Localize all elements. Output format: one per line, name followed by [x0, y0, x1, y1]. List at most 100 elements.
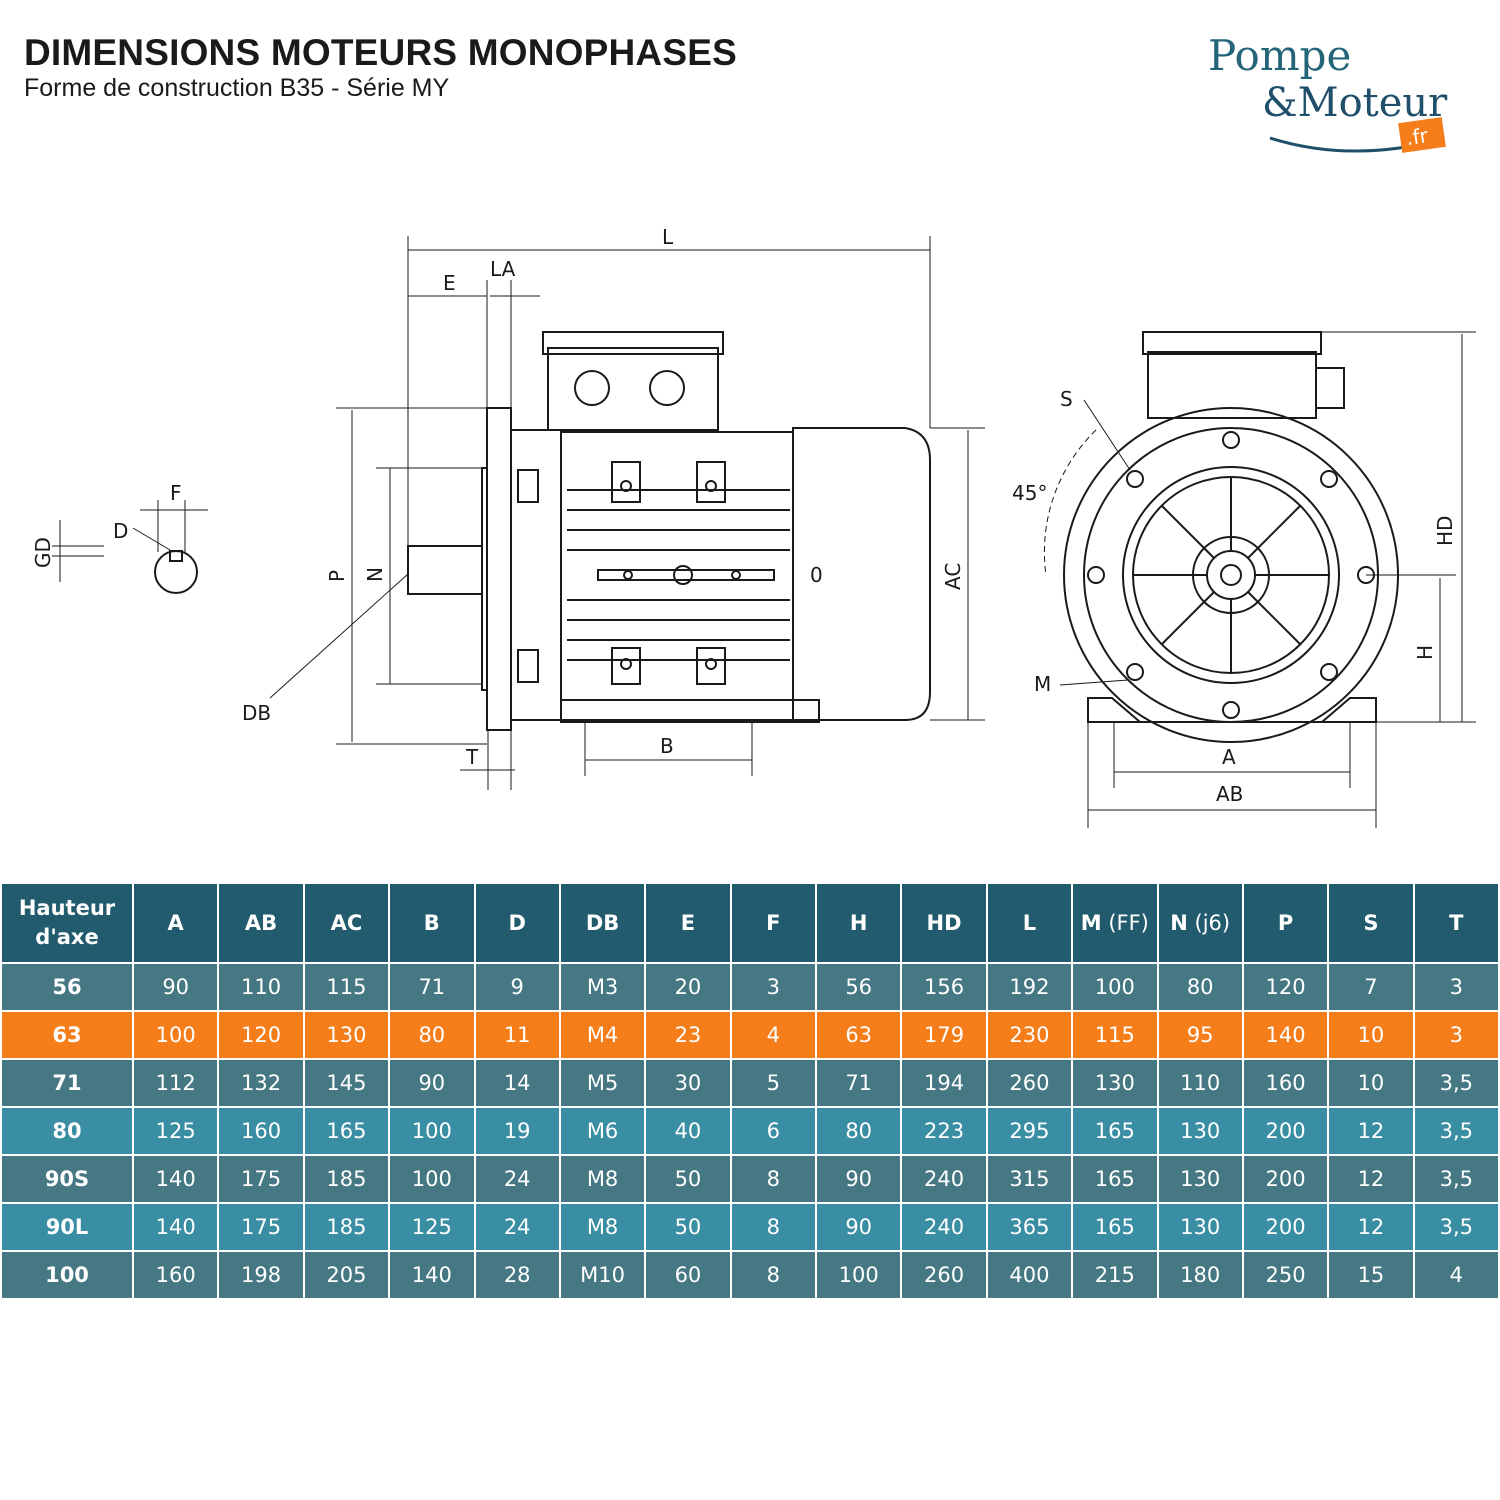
- cell-hd: 156: [900, 962, 988, 1012]
- cell-n: 110: [1156, 1058, 1244, 1108]
- cell-n: 130: [1156, 1202, 1244, 1252]
- cell-s: 15: [1327, 1250, 1415, 1300]
- column-header-s: S: [1327, 882, 1415, 964]
- cell-p: 160: [1241, 1058, 1330, 1108]
- cell-e: 30: [644, 1058, 732, 1108]
- cell-hd: 260: [900, 1250, 988, 1300]
- cell-f: 8: [729, 1154, 818, 1204]
- column-header-ac: AC: [302, 882, 391, 964]
- cell-m: 115: [1071, 1010, 1159, 1060]
- cell-p: 140: [1241, 1010, 1330, 1060]
- cell-l: 365: [985, 1202, 1074, 1252]
- cell-p: 200: [1241, 1202, 1330, 1252]
- pompe-moteur-logo: Pompe &Moteur .fr: [1208, 31, 1448, 153]
- dim-label-B: B: [660, 734, 674, 758]
- cell-ab: 160: [217, 1106, 305, 1156]
- cell-b: 90: [388, 1058, 476, 1108]
- dim-label-M: M: [1034, 672, 1051, 696]
- cell-s: 10: [1327, 1058, 1415, 1108]
- cell-h: 56: [814, 962, 903, 1012]
- dim-label-H: H: [1413, 645, 1437, 660]
- cell-hd: 240: [900, 1202, 988, 1252]
- dim-label-HD: HD: [1433, 516, 1457, 546]
- cell-ab: 110: [217, 962, 305, 1012]
- cell-db: M8: [558, 1154, 647, 1204]
- cell-s: 12: [1327, 1202, 1415, 1252]
- cell-b: 100: [388, 1106, 476, 1156]
- cell-a: 140: [131, 1202, 220, 1252]
- cell-f: 8: [729, 1202, 818, 1252]
- cell-d: 28: [473, 1250, 561, 1300]
- row-header-hauteur: 56: [0, 962, 134, 1012]
- column-header-hauteur-axe: Hauteur d'axe: [0, 882, 134, 964]
- dim-label-E: E: [443, 271, 456, 295]
- page-title: DIMENSIONS MOTEURS MONOPHASES: [24, 32, 737, 73]
- cell-ac: 145: [302, 1058, 391, 1108]
- cell-a: 90: [131, 962, 220, 1012]
- column-header-db: DB: [558, 882, 647, 964]
- dim-label-0: 0: [810, 563, 823, 587]
- cell-ac: 185: [302, 1202, 391, 1252]
- dim-label-AC: AC: [941, 563, 965, 590]
- cell-ab: 175: [217, 1202, 305, 1252]
- column-header-l: L: [985, 882, 1074, 964]
- cell-p: 200: [1241, 1154, 1330, 1204]
- cell-t: 3,5: [1412, 1154, 1500, 1204]
- row-header-hauteur: 71: [0, 1058, 134, 1108]
- dim-label-AB: AB: [1216, 782, 1243, 806]
- cell-s: 10: [1327, 1010, 1415, 1060]
- cell-hd: 179: [900, 1010, 988, 1060]
- cell-e: 60: [644, 1250, 732, 1300]
- dim-label-N: N: [363, 567, 387, 582]
- cell-a: 100: [131, 1010, 220, 1060]
- cell-ab: 132: [217, 1058, 305, 1108]
- dim-label-L: L: [662, 225, 674, 249]
- cell-f: 4: [729, 1010, 818, 1060]
- cell-d: 9: [473, 962, 561, 1012]
- cell-d: 24: [473, 1154, 561, 1204]
- cell-t: 3,5: [1412, 1202, 1500, 1252]
- cell-db: M3: [558, 962, 647, 1012]
- cell-e: 23: [644, 1010, 732, 1060]
- cell-f: 6: [729, 1106, 818, 1156]
- cell-t: 3,5: [1412, 1058, 1500, 1108]
- cell-a: 112: [131, 1058, 220, 1108]
- cell-t: 3,5: [1412, 1106, 1500, 1156]
- column-header-n: N (j6): [1156, 882, 1244, 964]
- cell-t: 3: [1412, 1010, 1500, 1060]
- cell-l: 192: [985, 962, 1074, 1012]
- dim-label-DB: DB: [242, 701, 271, 725]
- cell-b: 100: [388, 1154, 476, 1204]
- cell-b: 140: [388, 1250, 476, 1300]
- column-header-ab: AB: [217, 882, 305, 964]
- cell-l: 260: [985, 1058, 1074, 1108]
- cell-h: 80: [814, 1106, 903, 1156]
- logo-line1: Pompe: [1208, 31, 1351, 80]
- cell-n: 130: [1156, 1154, 1244, 1204]
- cell-m: 165: [1071, 1202, 1159, 1252]
- cell-n: 95: [1156, 1010, 1244, 1060]
- column-header-f: F: [729, 882, 818, 964]
- cell-n: 80: [1156, 962, 1244, 1012]
- cell-ac: 130: [302, 1010, 391, 1060]
- cell-ac: 185: [302, 1154, 391, 1204]
- dim-label-P: P: [325, 570, 349, 582]
- cell-m: 130: [1071, 1058, 1159, 1108]
- column-header-m: M (FF): [1071, 882, 1159, 964]
- cell-e: 50: [644, 1202, 732, 1252]
- cell-d: 14: [473, 1058, 561, 1108]
- cell-p: 120: [1241, 962, 1330, 1012]
- dim-label-T: T: [465, 745, 479, 769]
- column-header-b: B: [388, 882, 476, 964]
- dim-label-A: A: [1222, 745, 1236, 769]
- cell-a: 160: [131, 1250, 220, 1300]
- cell-f: 8: [729, 1250, 818, 1300]
- column-header-t: T: [1412, 882, 1500, 964]
- cell-f: 3: [729, 962, 818, 1012]
- dim-label-D: D: [113, 519, 128, 543]
- cell-ab: 198: [217, 1250, 305, 1300]
